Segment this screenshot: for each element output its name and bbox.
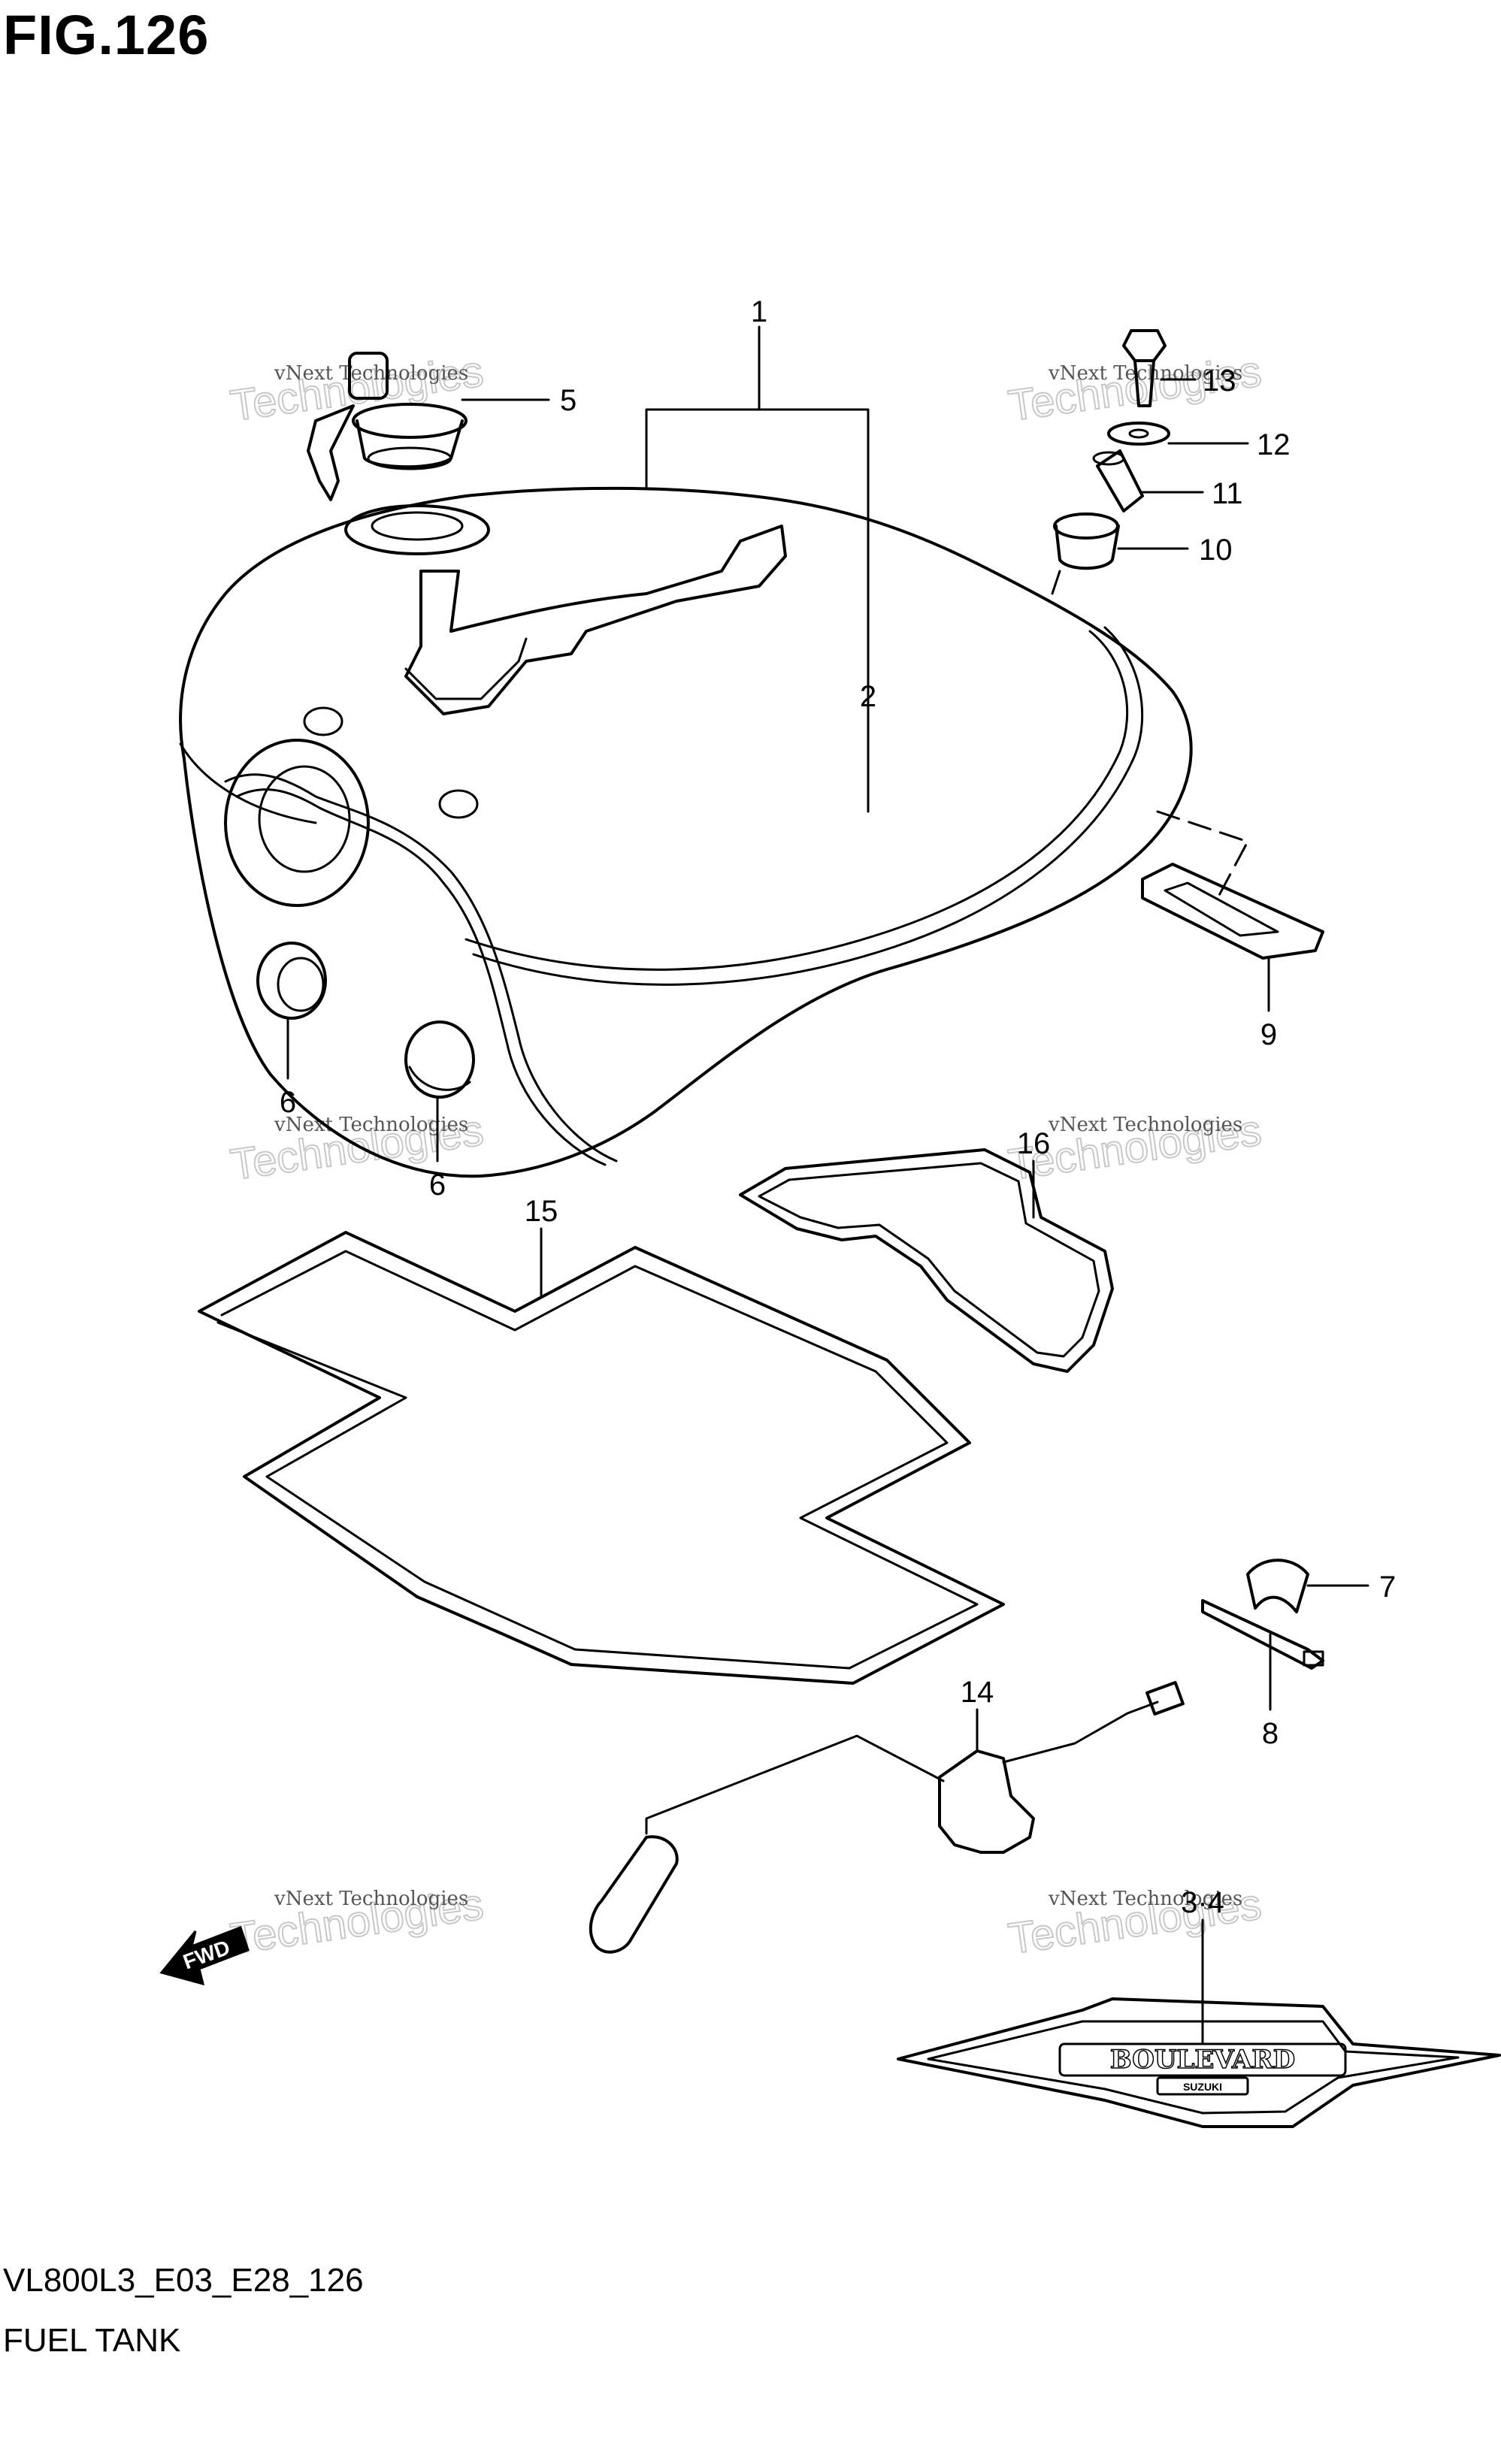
watermark-small-text: vNext Technologies	[274, 1888, 468, 1910]
part-clamp-7	[1246, 1559, 1309, 1613]
callout-9: 9	[1260, 1018, 1277, 1051]
tank-edge-front	[179, 742, 317, 824]
callout-6b: 6	[429, 1169, 446, 1202]
part-pad-16	[739, 1148, 1114, 1373]
diagram-code: VL800L3_E03_E28_126	[3, 2262, 364, 2299]
part-washer-12	[1107, 422, 1170, 446]
gauge-float	[589, 1835, 679, 1954]
gauge-connector	[1145, 1681, 1185, 1716]
watermark-small-text: vNext Technologies	[274, 362, 468, 385]
tank-mount-bracket	[404, 525, 787, 715]
callout-5: 5	[560, 384, 576, 417]
tank-side-bead-inner	[235, 788, 607, 1166]
part-cap-6a	[256, 942, 327, 1020]
callout-3-4: 3·4	[1181, 1886, 1224, 1919]
part-pad-15	[198, 1231, 1005, 1685]
part-cap-6b	[404, 1020, 475, 1099]
fuel-cap-key-head	[348, 352, 389, 400]
part-band-8	[1201, 1599, 1324, 1670]
tank-hole	[438, 789, 479, 819]
gauge-arm	[645, 1734, 945, 1835]
callout-7: 7	[1379, 1571, 1396, 1604]
callout-13: 13	[1203, 364, 1236, 398]
watermark-large-text: Technologies	[228, 346, 486, 430]
emblem-brand: SUZUKI	[1183, 2081, 1222, 2093]
watermark-bottom-right: Technologies vNext Technologies	[1005, 1879, 1265, 1964]
callout-11: 11	[1212, 477, 1243, 510]
part-emblem-3-4: BOULEVARD SUZUKI	[897, 1997, 1501, 2128]
tank-bracket-detail	[404, 637, 528, 700]
tank-seam-line	[465, 630, 1129, 971]
callout-6a: 6	[280, 1086, 296, 1119]
callout-8: 8	[1262, 1717, 1279, 1750]
part-bolt-13	[1122, 329, 1167, 407]
part-pad-9	[1141, 810, 1324, 960]
part-cushion-10	[1053, 512, 1120, 570]
fwd-arrow: FWD	[159, 1926, 250, 1986]
emblem-text: BOULEVARD	[1110, 2045, 1295, 2075]
part-collar-11	[1092, 449, 1144, 512]
tank-outline	[179, 486, 1193, 1178]
leader-lines	[286, 325, 1369, 2045]
callout-12: 12	[1257, 428, 1291, 461]
watermark-small-text: vNext Technologies	[1048, 362, 1242, 385]
tank-hole	[303, 706, 343, 736]
figure-title: FIG.126	[3, 4, 210, 66]
tank-seam-line-inner	[472, 626, 1144, 986]
fuel-cap-key	[307, 404, 355, 501]
diagram-name: FUEL TANK	[3, 2322, 181, 2359]
callout-10: 10	[1199, 534, 1233, 567]
watermark-small-text: vNext Technologies	[1048, 1114, 1242, 1136]
part-fuel-cap	[307, 352, 468, 501]
watermark-bottom-left: Technologies vNext Technologies	[227, 1879, 487, 1964]
tank-side-bead	[224, 773, 618, 1162]
tank-emblem-recess-inner	[258, 765, 351, 873]
callout-16: 16	[1017, 1127, 1051, 1160]
callout-14: 14	[961, 1676, 994, 1709]
callout-15: 15	[525, 1195, 558, 1228]
callout-1: 1	[751, 295, 767, 328]
watermark-top-left: Technologies vNext Technologies	[227, 346, 487, 431]
tank-filler-inner	[371, 511, 464, 541]
watermark-mid-left: Technologies vNext Technologies	[227, 1105, 487, 1190]
tank-emblem-recess	[224, 739, 370, 907]
fuel-tank	[179, 486, 1193, 1178]
gauge-wire	[1002, 1701, 1159, 1764]
tank-filler-opening	[344, 504, 490, 555]
watermark-small-text: vNext Technologies	[1048, 1888, 1242, 1910]
callout-2: 2	[860, 680, 876, 713]
part-fuel-gauge-14	[589, 1681, 1185, 1954]
watermark-small-text: vNext Technologies	[274, 1114, 468, 1136]
